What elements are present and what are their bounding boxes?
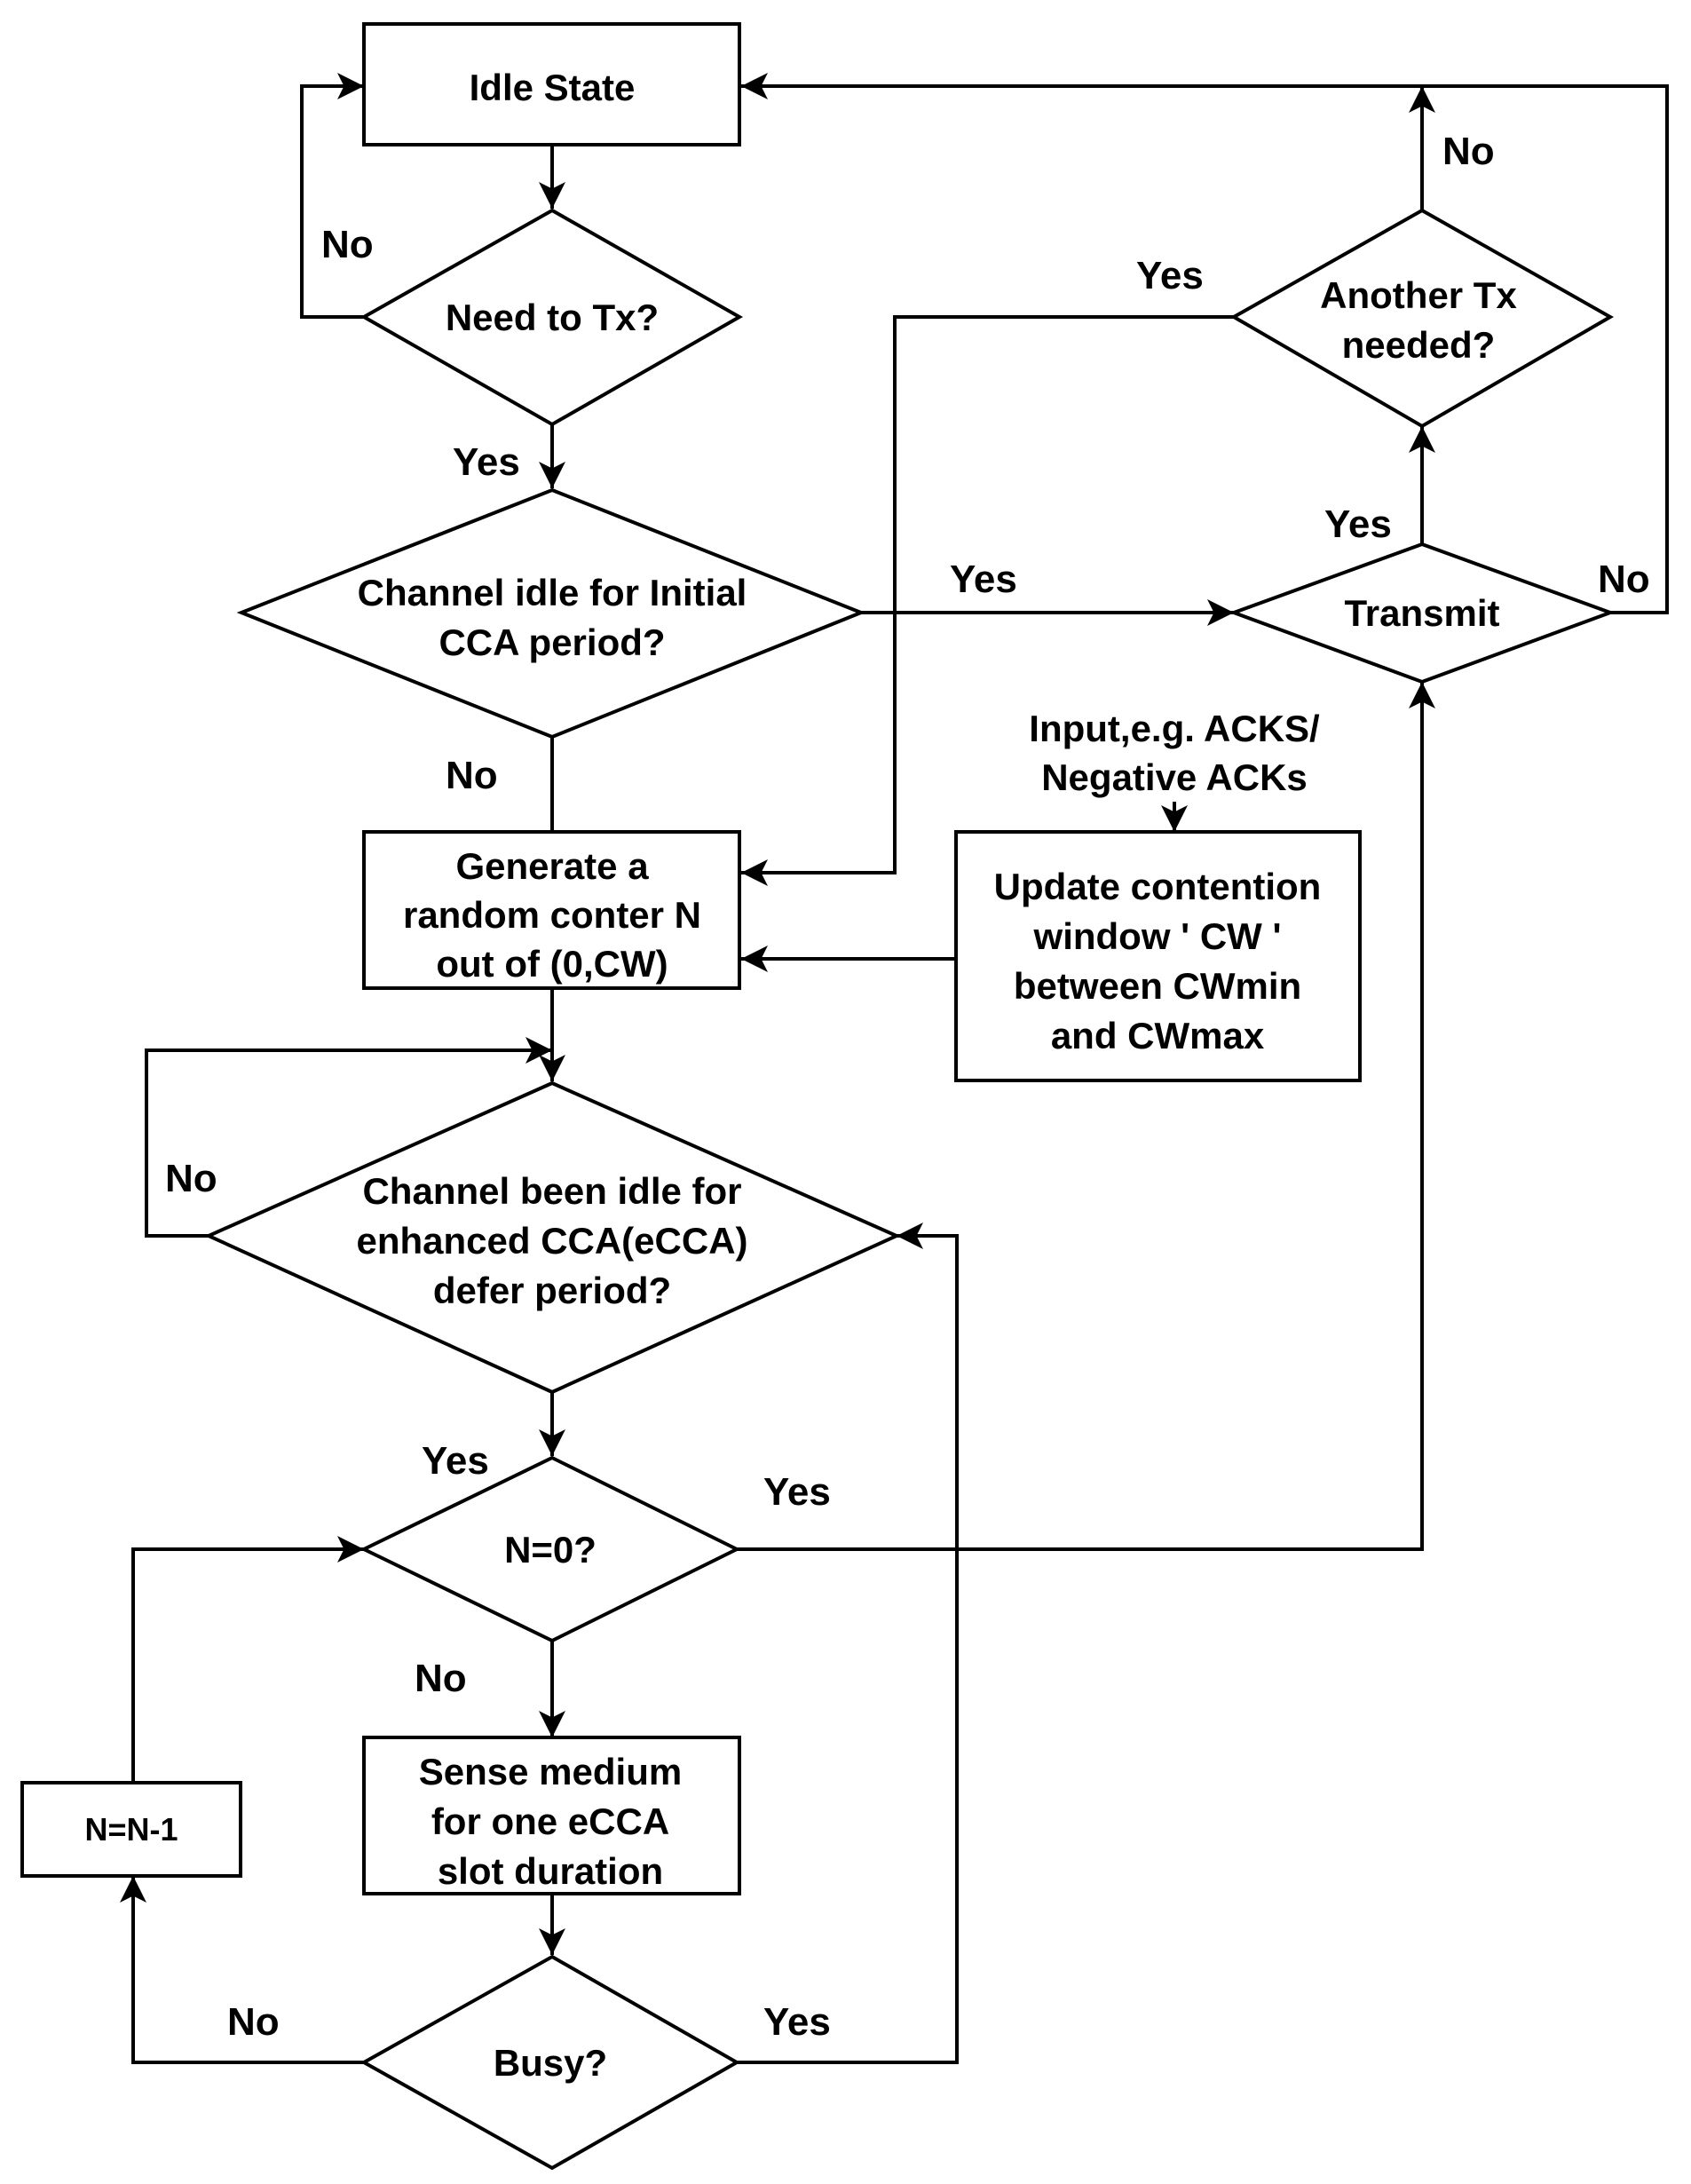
label-nzero-yes: Yes <box>763 1470 831 1514</box>
ecca-line1: Channel been idle for <box>362 1170 741 1212</box>
edge-needtx-no <box>300 73 364 319</box>
ecca-line2: enhanced CCA(eCCA) <box>356 1220 747 1262</box>
idle-state-label: Idle State <box>470 67 636 108</box>
edge-transmit-no <box>741 73 1669 614</box>
generate-line1: Generate a <box>455 845 649 887</box>
another-tx-line1: Another Tx <box>1320 274 1517 316</box>
edge-busy-no <box>120 1876 364 2064</box>
nodes: Idle State Need to Tx? Channel idle for … <box>20 22 1616 2171</box>
node-transmit: Transmit <box>1229 542 1616 684</box>
ecca-line3: defer period? <box>433 1270 671 1311</box>
need-to-tx-label: Need to Tx? <box>446 297 659 338</box>
edge-nzero-yes <box>737 682 1435 1551</box>
channel-idle-initial-line1: Channel idle for Initial <box>358 572 747 613</box>
node-n-zero: N=0? <box>360 1455 741 1643</box>
sense-line3: slot duration <box>438 1850 663 1892</box>
label-transmit-yes: Yes <box>1324 502 1392 546</box>
update-cw-line2: window ' CW ' <box>1033 915 1282 957</box>
channel-idle-initial-line2: CCA period? <box>439 621 665 663</box>
node-update-cw: Update contention window ' CW ' between … <box>954 830 1362 1082</box>
label-anothertx-no: No <box>1442 130 1495 173</box>
edge-labels: No Yes Yes No Yes No No Yes No Yes Yes N… <box>165 130 1650 2044</box>
node-busy: Busy? <box>360 1954 741 2171</box>
input-note-line1: Input,e.g. ACKS/ <box>1029 708 1320 749</box>
generate-line2: random conter N <box>403 894 701 936</box>
label-busy-no: No <box>227 2000 280 2044</box>
edge-anothertx-yes <box>741 315 1234 886</box>
edge-decrement-to-nzero <box>131 1536 364 1783</box>
node-need-to-tx: Need to Tx? <box>360 208 744 427</box>
node-idle-state: Idle State <box>362 22 741 146</box>
label-needtx-no: No <box>321 223 374 266</box>
label-anothertx-yes: Yes <box>1136 254 1204 297</box>
sense-line1: Sense medium <box>419 1751 682 1792</box>
label-ecca-no: No <box>165 1157 217 1200</box>
label-initial-yes: Yes <box>950 558 1017 601</box>
label-initial-no: No <box>446 754 498 797</box>
decrement-label: N=N-1 <box>84 1811 178 1848</box>
node-decrement: N=N-1 <box>20 1781 242 1878</box>
update-cw-line3: between CWmin <box>1014 965 1301 1007</box>
node-channel-idle-initial: Channel idle for Initial CCA period? <box>236 487 866 740</box>
label-needtx-yes: Yes <box>453 440 520 484</box>
update-cw-line1: Update contention <box>994 866 1322 907</box>
update-cw-line4: and CWmax <box>1051 1015 1265 1056</box>
node-another-tx: Another Tx needed? <box>1229 208 1615 429</box>
sense-line2: for one eCCA <box>431 1800 669 1842</box>
node-generate-counter: Generate a random conter N out of (0,CW) <box>362 830 741 990</box>
edge-ecca-no <box>145 1037 552 1238</box>
label-transmit-no: No <box>1598 558 1650 601</box>
busy-label: Busy? <box>494 2042 607 2084</box>
transmit-label: Transmit <box>1344 592 1499 634</box>
node-input-note: Input,e.g. ACKS/ Negative ACKs <box>1029 708 1320 798</box>
generate-line3: out of (0,CW) <box>436 943 668 985</box>
connectors <box>120 73 1669 2064</box>
label-ecca-yes: Yes <box>422 1439 489 1483</box>
edge-busy-yes <box>737 1223 959 2064</box>
label-nzero-no: No <box>415 1657 467 1700</box>
n-zero-label: N=0? <box>504 1529 597 1571</box>
node-channel-idle-ecca: Channel been idle for enhanced CCA(eCCA)… <box>204 1080 901 1395</box>
node-sense-medium: Sense medium for one eCCA slot duration <box>362 1736 741 1895</box>
another-tx-line2: needed? <box>1342 324 1496 366</box>
input-note-line2: Negative ACKs <box>1041 756 1308 798</box>
label-busy-yes: Yes <box>763 2000 831 2044</box>
